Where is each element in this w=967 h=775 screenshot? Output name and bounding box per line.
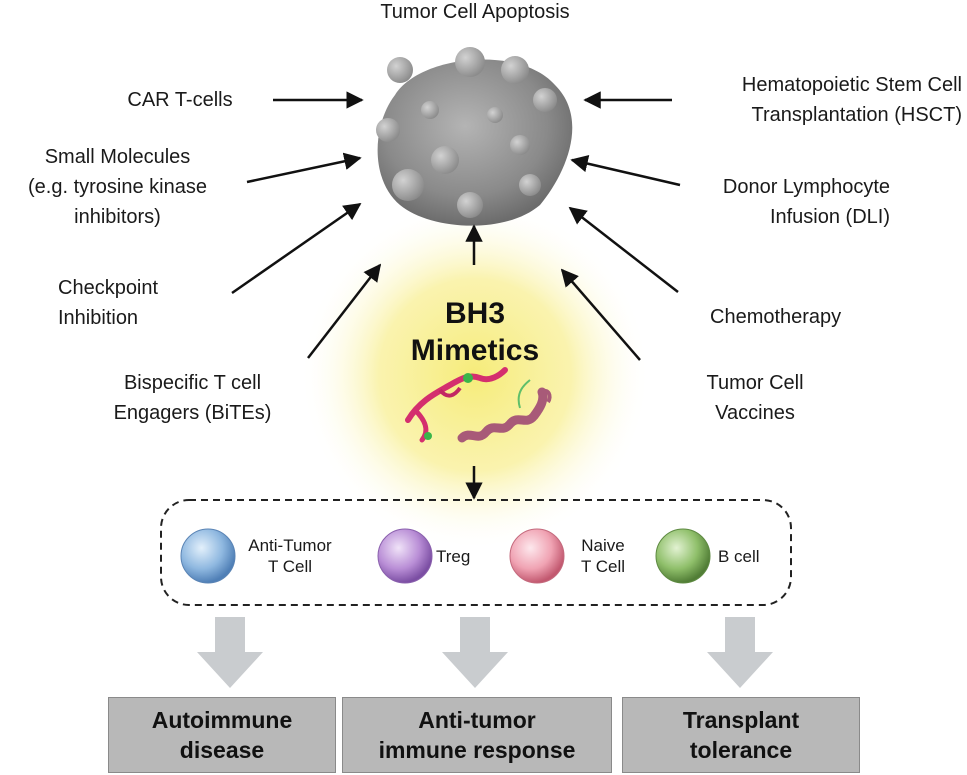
arrow-chemotherapy	[568, 206, 679, 293]
therapy-checkpoint-line-2: Inhibition	[58, 307, 139, 329]
therapy-checkpoint: Checkpoint Inhibition	[58, 273, 218, 333]
bh3-mimetics-line-2: Mimetics	[410, 334, 540, 367]
naive-t-cell-icon	[509, 528, 565, 584]
cell-label-anti-tumor-line-2: T Cell	[267, 557, 313, 576]
treg-cell-icon	[377, 528, 433, 584]
therapy-vaccines-line-2: Vaccines	[715, 402, 795, 424]
cell-label-treg-line-1: Treg	[436, 547, 471, 566]
therapy-vaccines-line-1: Tumor Cell	[706, 372, 804, 394]
down-arrow-autoimmune	[197, 617, 263, 688]
arrow-vaccines	[560, 268, 641, 361]
arrow-bites	[307, 263, 382, 359]
cell-label-anti-tumor: Anti-Tumor T Cell	[240, 535, 340, 577]
therapy-dli-line-1: Donor Lymphocyte	[722, 176, 890, 198]
cell-label-anti-tumor-line-1: Anti-Tumor	[248, 536, 332, 555]
therapy-bites-line-2: Engagers (BiTEs)	[113, 402, 272, 424]
tumor-cell-image	[376, 47, 573, 226]
therapy-vaccines: Tumor Cell Vaccines	[670, 368, 840, 428]
bh3-mimetics-label: BH3 Mimetics	[380, 295, 570, 369]
protein-structure-image	[405, 367, 552, 443]
outcome-autoimmune-box: Autoimmune disease	[108, 697, 336, 773]
therapy-bites-line-1: Bispecific T cell	[123, 372, 262, 394]
therapy-car-t: CAR T-cells	[95, 85, 265, 115]
therapy-chemotherapy-line-1: Chemotherapy	[710, 306, 842, 328]
therapy-dli-line-2: Infusion (DLI)	[769, 206, 890, 228]
therapy-hsct-line-1: Hematopoietic Stem Cell	[741, 74, 962, 96]
therapy-checkpoint-line-1: Checkpoint	[58, 277, 159, 299]
therapy-hsct: Hematopoietic Stem Cell Transplantation …	[680, 70, 962, 130]
therapy-small-molecules: Small Molecules (e.g. tyrosine kinase in…	[5, 142, 230, 232]
outcome-transplant-line-1: Transplant	[682, 707, 800, 733]
b-cell-icon	[655, 528, 711, 584]
cell-label-naive-line-1: Naive	[581, 536, 625, 555]
therapy-car-t-line-1: CAR T-cells	[127, 89, 233, 111]
therapy-small-molecules-line-3: inhibitors)	[74, 206, 161, 228]
therapy-hsct-line-2: Transplantation (HSCT)	[751, 104, 962, 126]
therapy-bites: Bispecific T cell Engagers (BiTEs)	[85, 368, 300, 428]
anti-tumor-t-cell-icon	[180, 528, 236, 584]
arrow-checkpoint	[231, 202, 362, 295]
cell-label-naive: Naive T Cell	[568, 535, 638, 577]
cell-label-naive-line-2: T Cell	[580, 557, 626, 576]
outcome-transplant-line-2: tolerance	[689, 737, 793, 763]
outcome-autoimmune-line-2: disease	[179, 737, 265, 763]
therapy-small-molecules-line-2: (e.g. tyrosine kinase	[28, 176, 207, 198]
immune-cells-container	[160, 499, 792, 606]
outcome-transplant-box: Transplant tolerance	[622, 697, 860, 773]
outcome-anti-tumor-box: Anti-tumor immune response	[342, 697, 612, 773]
cell-label-b-cell-line-1: B cell	[718, 547, 760, 566]
diagram-title: Tumor Cell Apoptosis	[380, 1, 570, 23]
outcome-anti-tumor-line-2: immune response	[378, 737, 576, 763]
therapy-dli: Donor Lymphocyte Infusion (DLI)	[690, 172, 890, 232]
therapy-small-molecules-line-1: Small Molecules	[44, 146, 191, 168]
bh3-mimetics-line-1: BH3	[444, 297, 505, 330]
outcome-autoimmune-line-1: Autoimmune	[151, 707, 293, 733]
therapy-chemotherapy: Chemotherapy	[710, 302, 890, 332]
outcome-anti-tumor-line-1: Anti-tumor	[418, 707, 536, 733]
down-arrow-transplant	[707, 617, 773, 688]
cell-label-treg: Treg	[436, 546, 486, 567]
arrow-dli	[570, 155, 681, 187]
cell-label-b-cell: B cell	[718, 546, 778, 567]
down-arrow-anti-tumor	[442, 617, 508, 688]
arrow-small-molecules	[246, 152, 362, 184]
